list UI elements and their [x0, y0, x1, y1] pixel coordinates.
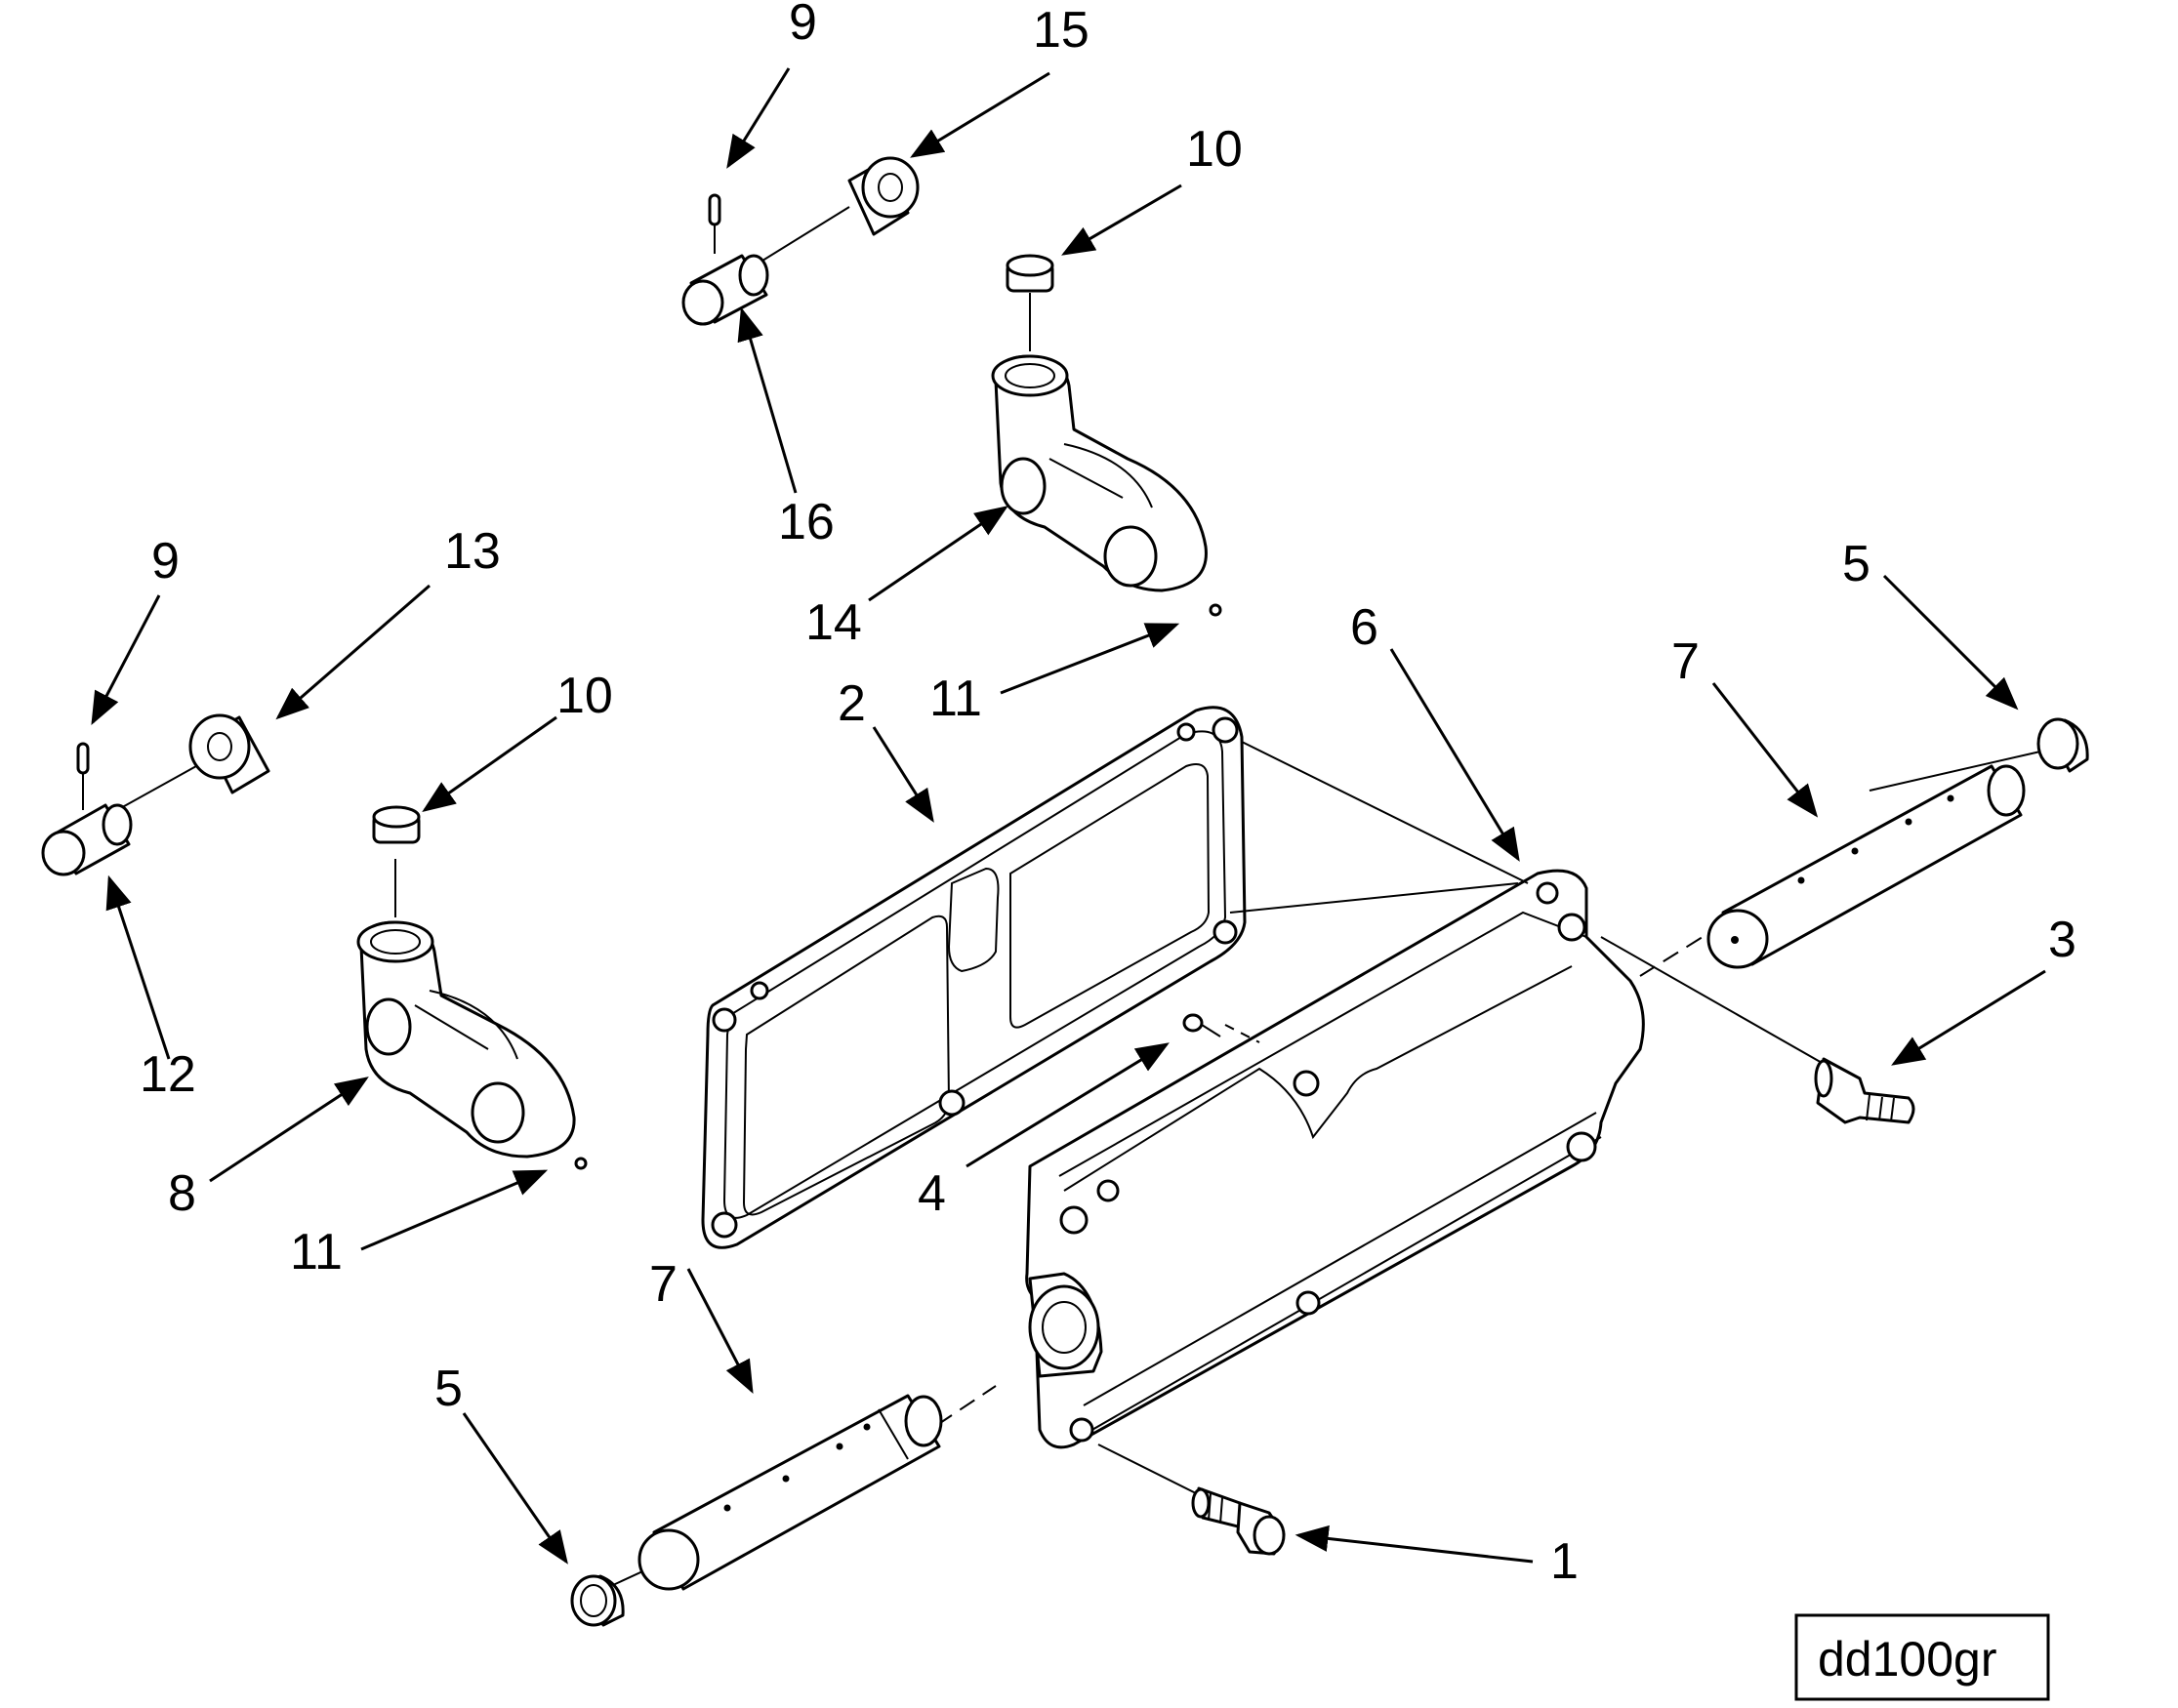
- roller-15: [847, 156, 920, 236]
- callout-9-left: 9: [151, 533, 180, 590]
- callout-15: 15: [1033, 2, 1089, 59]
- cap-plug-10-left: [372, 805, 421, 844]
- callout-9-upper: 9: [789, 0, 817, 51]
- callout-7-left: 7: [649, 1256, 678, 1313]
- roller-13: [188, 713, 270, 794]
- callout-3: 3: [2048, 912, 2076, 968]
- leader-arrows: [91, 67, 2046, 1565]
- callout-5-left: 5: [434, 1361, 463, 1417]
- left-roller-pin-assembly: [41, 713, 270, 876]
- rocker-shaft-7-right: [1706, 764, 2026, 969]
- callout-2: 2: [838, 675, 866, 732]
- rocker-housing-6: [1025, 869, 1645, 1449]
- callout-14: 14: [805, 594, 862, 651]
- left-rocker-arm: [356, 805, 588, 1170]
- plug-5-left: [570, 1574, 625, 1627]
- reference-code: dd100gr: [1818, 1632, 1997, 1687]
- callout-13: 13: [444, 523, 501, 580]
- bolt-1: [1191, 1486, 1286, 1556]
- upper-roller-pin-assembly: [681, 156, 920, 326]
- callout-10-left: 10: [556, 668, 613, 724]
- rocker-shaft-7-left: [637, 1394, 943, 1591]
- roller-pin-16: [681, 254, 769, 326]
- roller-pin-12: [41, 803, 133, 876]
- callout-7-right: 7: [1671, 633, 1700, 690]
- callout-5-right: 5: [1842, 536, 1870, 592]
- callout-4: 4: [918, 1165, 946, 1222]
- callout-1: 1: [1550, 1533, 1579, 1590]
- upper-rocker-arm: [991, 254, 1222, 617]
- gasket-2: [701, 706, 1247, 1249]
- callout-10-upper: 10: [1186, 121, 1243, 178]
- plug-5-right: [2036, 717, 2089, 773]
- callout-16: 16: [778, 494, 835, 550]
- fitting-3: [1814, 1057, 1915, 1124]
- callout-6: 6: [1350, 599, 1378, 656]
- callout-11-left: 11: [290, 1224, 343, 1281]
- callout-labels: 9 15 10 16 14 11 9 13 10 12 8 11 2 4 6 7…: [140, 0, 2076, 1590]
- cap-plug-10-upper: [1006, 254, 1054, 293]
- screw-4: [1182, 1013, 1221, 1037]
- callout-11-upper: 11: [929, 671, 982, 727]
- callout-8: 8: [168, 1165, 196, 1222]
- reference-code-box: dd100gr: [1794, 1613, 2050, 1701]
- callout-12: 12: [140, 1046, 196, 1103]
- housing-end-bore: [1028, 1272, 1103, 1378]
